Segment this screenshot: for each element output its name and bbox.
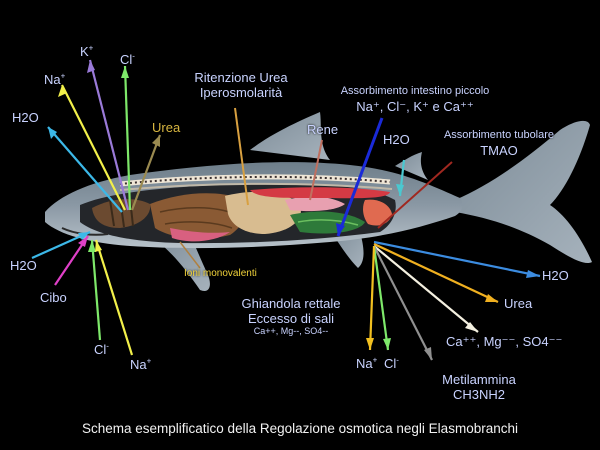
intestino-title: Assorbimento intestino piccolo (340, 85, 490, 97)
label-cibo: Cibo (40, 290, 67, 305)
shark-pectoral-fin (150, 235, 210, 291)
ritenzione-line-1: Ritenzione Urea (194, 70, 288, 85)
arrow-intestino (336, 117, 384, 237)
label-h2o-right: H2O (542, 268, 569, 283)
arrow-cl-top (121, 65, 132, 211)
label-urea-top: Urea (152, 120, 181, 135)
arrow-cibo (54, 235, 89, 286)
label-rene: Rene (307, 122, 339, 137)
arrow-h2o-gill (396, 159, 406, 197)
ghiandola-line-1: Ghiandola rettale (241, 296, 341, 311)
pancreas (285, 196, 345, 212)
arrow-metil (373, 245, 433, 361)
rene-pointer (309, 139, 323, 201)
ghiandola-line-3: Ca++, Mg--, SO4-- (253, 326, 329, 336)
stomach (225, 191, 301, 234)
head-organs (92, 199, 151, 228)
label-k-top: K+ (80, 43, 94, 59)
label-na-top: Na+ (44, 71, 66, 87)
label-h2o-gill: H2O (383, 132, 410, 147)
label-ritenzione: Ritenzione Urea Iperosmolarità (186, 70, 296, 100)
shark-tail (455, 120, 592, 264)
arrow-na-right (366, 245, 376, 351)
ghiandola-line-2: Eccesso di sali (248, 311, 334, 326)
arrow-h2o-right (373, 240, 541, 278)
label-cl-top: Cl- (120, 51, 135, 67)
liver (150, 193, 246, 239)
intestino-ions: Na⁺, Cl⁻, K⁺ e Ca⁺⁺ (356, 99, 474, 114)
arrow-urea-right (373, 243, 499, 303)
arrow-urea-top (130, 134, 162, 211)
label-intestino: Assorbimento intestino piccolo Na⁺, Cl⁻,… (318, 84, 512, 114)
label-h2o-left-bottom: H2O (10, 258, 37, 273)
shark-dorsal-fin (250, 112, 330, 160)
arrow-cl-bottom (88, 239, 102, 341)
arrow-na-top (58, 84, 126, 211)
tubolare-pointer (377, 161, 453, 229)
metil-line-2: CH3NH2 (452, 387, 505, 402)
ritenzione-pointer (234, 107, 249, 206)
label-cl-right: Cl- (384, 355, 399, 371)
arrow-na-bottom (94, 239, 134, 356)
arrow-k-top (87, 59, 130, 211)
tubolare-tmao: TMAO (480, 143, 518, 158)
spleen (170, 228, 230, 242)
arrow-cl-right (372, 245, 391, 351)
arrow-h2o-left-top (47, 126, 123, 213)
label-cl-bottom: Cl- (94, 341, 109, 357)
label-divalent-right: Ca⁺⁺, Mg⁻⁻, SO4⁻⁻ (446, 334, 563, 349)
label-na-bottom: Na+ (130, 356, 152, 372)
label-h2o-left-top: H2O (12, 110, 39, 125)
ritenzione-line-2: Iperosmolarità (199, 85, 283, 100)
arrow-h2o-left-bottom (31, 230, 91, 260)
label-ghiandola: Ghiandola rettale Eccesso di sali Ca++, … (226, 296, 356, 337)
rectal-gland-organ (363, 199, 392, 226)
label-ioni-monovalenti: Ioni monovalenti (184, 268, 257, 279)
diagram-caption: Schema esemplificatico della Regolazione… (82, 421, 518, 436)
label-na-right: Na+ (356, 355, 378, 371)
arrow-divalent-right (373, 245, 479, 333)
label-tubolare: Assorbimento tubolare TMAO (428, 128, 570, 158)
metil-line-1: Metilammina (442, 372, 516, 387)
shark-second-dorsal-fin (395, 152, 428, 180)
tubolare-title: Assorbimento tubolare (443, 129, 555, 141)
label-urea-right: Urea (504, 296, 533, 311)
label-metilammina: Metilammina CH3NH2 (424, 372, 534, 402)
ioni-pointer (179, 241, 201, 269)
